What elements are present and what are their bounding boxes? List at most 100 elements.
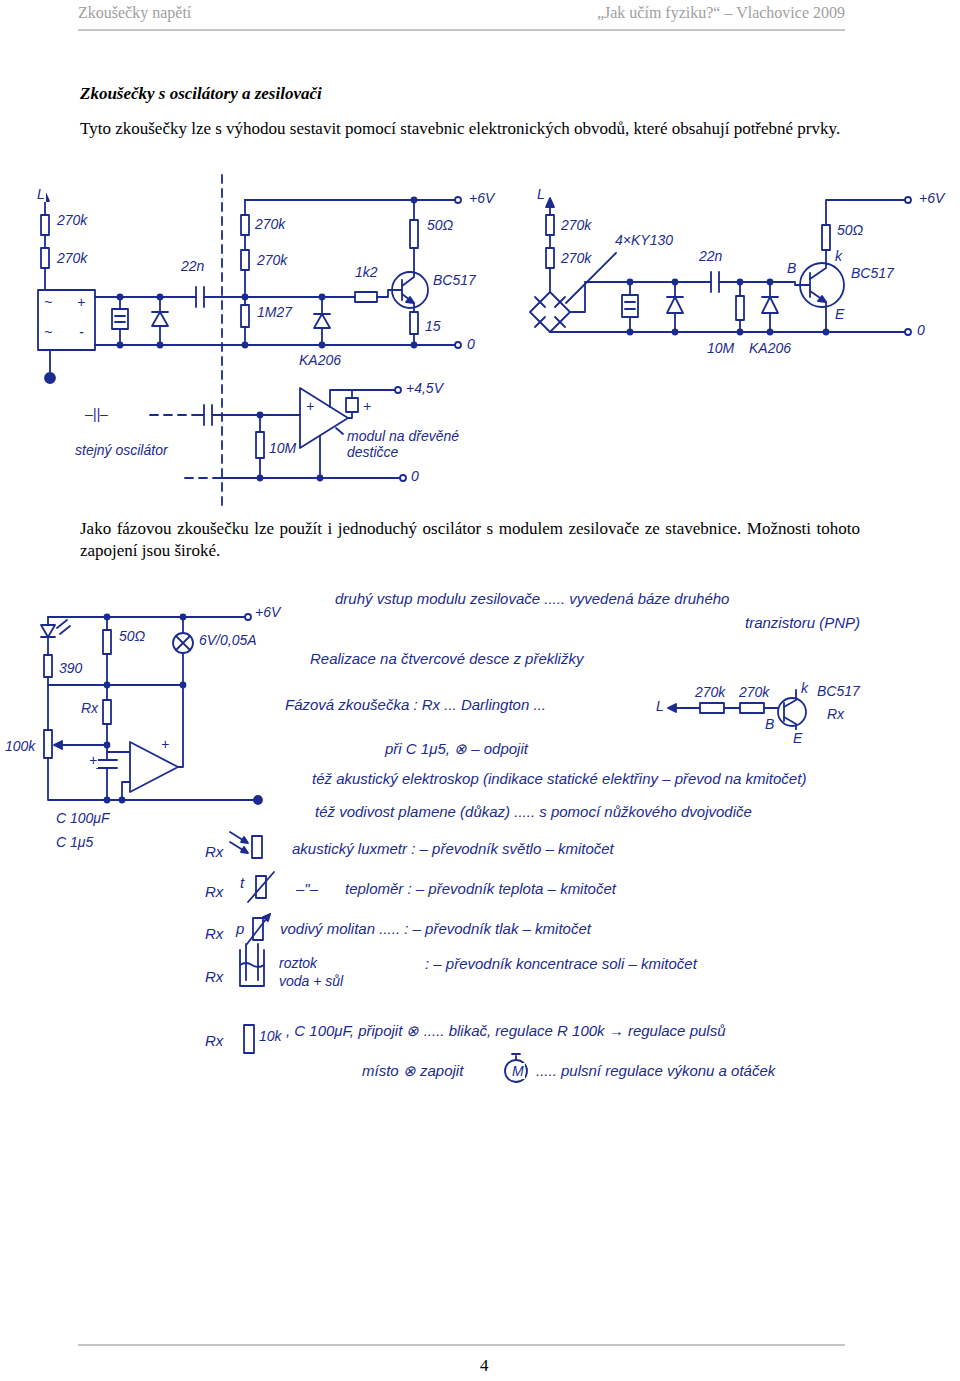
component-label: E [792, 730, 803, 746]
circuit-three-stroke [150, 414, 196, 416]
circuit-three-stroke [256, 432, 264, 458]
component-label: 10M [268, 440, 297, 456]
circuit-one-stroke [412, 198, 417, 203]
sensor-symbols-stroke [240, 950, 264, 986]
circuit-one-stroke [314, 313, 330, 315]
component-label: roztok [278, 955, 318, 971]
circuit-one-stroke [402, 294, 414, 312]
component-label: 50Ω [118, 628, 146, 644]
circuit-one-stroke [158, 295, 163, 300]
component-label: 0 [410, 468, 420, 484]
circuit-one-stroke [44, 268, 46, 290]
circuit-one-stroke [241, 305, 249, 327]
circuit-three-stroke [395, 387, 401, 393]
circuit-two-stroke [625, 302, 635, 309]
component-label: –||– [84, 406, 109, 422]
circuit-two-stroke [546, 198, 554, 207]
component-label: L [655, 698, 665, 714]
component-label: 270k [56, 250, 88, 266]
component-label: B [786, 260, 797, 276]
circuit-four-stroke [245, 614, 251, 620]
component-label: 270k [560, 217, 592, 233]
circuit-four-stroke [44, 730, 52, 758]
circuit-one-stroke [320, 343, 325, 348]
circuit-four-stroke [54, 741, 62, 749]
component-label: ~ [43, 294, 53, 310]
body-paragraph: Tyto zkoušečky lze s výhodou sestavit po… [80, 118, 850, 140]
handwritten-note: ..... pulsní regulace výkonu a otáček [536, 1062, 775, 1079]
handwritten-note: –"– [296, 880, 318, 897]
circuit-two-stroke [810, 250, 826, 279]
circuit-one-stroke [41, 248, 49, 268]
handwritten-note: též akustický elektroskop (indikace stat… [312, 770, 806, 787]
circuit-two-stroke [674, 282, 676, 332]
component-label: modul na dřevěné destičce [346, 428, 473, 460]
circuit-three-stroke [258, 413, 263, 418]
circuit-one-stroke [321, 297, 323, 345]
handwritten-note: p [236, 920, 244, 937]
phase-tester-sketch-stroke [724, 707, 740, 709]
circuit-four-stroke [105, 743, 110, 748]
circuit-two [530, 197, 911, 335]
circuit-four-stroke [120, 798, 125, 803]
circuit-two-stroke [905, 329, 911, 335]
circuit-three-stroke [196, 405, 300, 425]
circuit-one-stroke [152, 312, 168, 326]
circuit-two-stroke [738, 280, 743, 285]
circuit-four-stroke [48, 758, 255, 800]
component-label: L [536, 186, 546, 202]
circuit-four-stroke [178, 685, 183, 767]
circuit-four-stroke [181, 615, 186, 620]
component-label: Rx [826, 706, 845, 722]
circuit-one-stroke [455, 197, 461, 203]
circuit-two-stroke [628, 330, 633, 335]
component-label: + [160, 736, 170, 752]
component-label: stejný oscilátor [74, 442, 169, 458]
component-label: BC517 [432, 272, 477, 288]
sensor-symbols-stroke [248, 872, 274, 902]
circuit-two-stroke [762, 296, 778, 298]
circuit-one-stroke [118, 343, 123, 348]
circuit-three-stroke [346, 398, 358, 412]
circuit-one-stroke [410, 220, 418, 248]
circuit-two-stroke [762, 297, 778, 313]
circuit-four-stroke [47, 617, 49, 625]
circuit-one-stroke [95, 296, 196, 298]
circuit-three-stroke [319, 436, 321, 478]
circuit-two-stroke [738, 330, 743, 335]
circuit-one-stroke [412, 343, 417, 348]
circuit-two-stroke [535, 297, 565, 327]
component-label: 270k [254, 216, 286, 232]
handwritten-note: vodivý molitan ..... : – převodník tlak … [280, 920, 591, 937]
circuit-one-stroke [314, 314, 330, 328]
circuit-two-stroke [905, 197, 911, 203]
sensor-symbols-stroke [240, 963, 264, 967]
circuit-two-stroke [530, 292, 570, 332]
circuit-one-stroke [355, 292, 377, 302]
circuit-two-stroke [818, 296, 826, 302]
circuit-four-stroke [181, 683, 186, 688]
circuit-one-stroke [245, 199, 455, 201]
circuit-one-stroke [119, 297, 121, 345]
component-label: 6V/0,05A [198, 632, 258, 648]
sensor-symbols-stroke [246, 944, 258, 980]
component-label: 1k2 [354, 264, 379, 280]
circuit-two-stroke [673, 330, 678, 335]
component-label: 270k [256, 252, 288, 268]
component-label: 50Ω [836, 222, 864, 238]
circuit-one-stroke [45, 373, 55, 383]
sensor-symbols-stroke [252, 836, 262, 858]
component-label: 4×KY130 [614, 232, 674, 248]
component-label: 1M27 [256, 304, 293, 320]
component-label: + [88, 752, 98, 768]
circuit-two-stroke [824, 330, 829, 335]
handwritten-note: , C 100μF, připojit ⊗ ..... blikač, regu… [286, 1022, 726, 1040]
sensor-symbols-stroke [505, 1060, 527, 1082]
sensor-symbols-stroke [241, 837, 248, 843]
body-paragraph: Jako fázovou zkoušečku lze použít i jedn… [80, 518, 860, 562]
circuit-one-stroke [241, 250, 249, 270]
handwritten-note: Realizace na čtvercové desce z překližky [310, 650, 583, 667]
circuit-one-stroke [410, 312, 418, 334]
component-label: + [362, 398, 372, 414]
